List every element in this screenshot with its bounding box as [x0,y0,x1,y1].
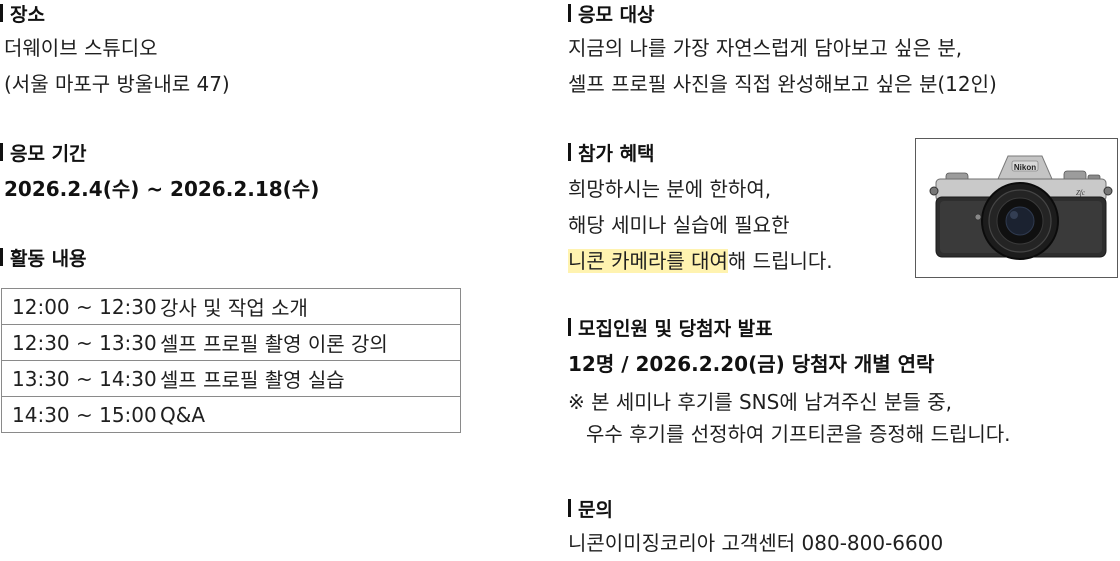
inquiry-heading: 문의 [568,495,943,521]
schedule-time: 13:30 ~ 14:30 [12,366,157,391]
schedule-desc: 셀프 프로필 촬영 실습 [160,368,345,392]
period-section: 응모 기간 2026.2.4(수) ~ 2026.2.18(수) [0,139,319,207]
schedule-time: 12:30 ~ 13:30 [12,330,157,355]
inquiry-heading-text: 문의 [578,498,613,521]
announcement-heading: 모집인원 및 당첨자 발표 [568,314,1011,340]
activities-heading-text: 활동 내용 [10,247,87,270]
announcement-heading-text: 모집인원 및 당첨자 발표 [578,317,773,340]
heading-bar [0,4,3,22]
announcement-note: 우수 후기를 선정하여 기프티콘을 증정해 드립니다. [586,422,1011,446]
heading-bar [568,318,571,336]
location-address: (서울 마포구 방울내로 47) [4,72,230,96]
benefit-section: 참가 혜택 희망하시는 분에 한하여, 해당 세미나 실습에 필요한 니콘 카메… [568,139,833,279]
schedule-desc: 강사 및 작업 소개 [160,296,308,320]
target-line: 지금의 나를 가장 자연스럽게 담아보고 싶은 분, [568,36,963,60]
benefit-highlight: 니콘 카메라를 대여 [568,249,728,273]
announcement-note: ※ 본 세미나 후기를 SNS에 남겨주신 분들 중, [568,390,952,414]
target-section: 응모 대상 지금의 나를 가장 자연스럽게 담아보고 싶은 분, 셀프 프로필 … [568,0,997,102]
location-heading: 장소 [0,0,230,26]
inquiry-section: 문의 니콘이미징코리아 고객센터 080-800-6600 [568,495,943,561]
heading-bar [568,499,571,517]
schedule-time: 14:30 ~ 15:00 [12,402,157,427]
table-row: 12:30 ~ 13:30 셀프 프로필 촬영 이론 강의 [2,325,460,361]
camera-icon: Nikon Zfc [929,155,1113,260]
table-row: 12:00 ~ 12:30 강사 및 작업 소개 [2,289,460,325]
location-section: 장소 더웨이브 스튜디오 (서울 마포구 방울내로 47) [0,0,230,102]
activities-heading: 활동 내용 [0,244,87,270]
heading-bar [0,248,3,266]
announcement-summary: 12명 / 2026.2.20(금) 당첨자 개별 연락 [568,352,935,376]
table-row: 14:30 ~ 15:00 Q&A [2,397,460,432]
location-name: 더웨이브 스튜디오 [4,36,158,60]
table-row: 13:30 ~ 14:30 셀프 프로필 촬영 실습 [2,361,460,397]
target-heading: 응모 대상 [568,0,997,26]
camera-model-text: Zfc [1076,189,1086,197]
inquiry-contact: 니콘이미징코리아 고객센터 080-800-6600 [568,531,944,555]
benefit-line: 니콘 카메라를 대여해 드립니다. [568,243,833,279]
heading-bar [568,4,571,22]
location-heading-text: 장소 [10,3,45,26]
benefit-heading: 참가 혜택 [568,139,833,165]
period-heading: 응모 기간 [0,139,319,165]
schedule-time: 12:00 ~ 12:30 [12,294,157,319]
benefit-line-rest: 해 드립니다. [727,249,833,273]
announcement-section: 모집인원 및 당첨자 발표 12명 / 2026.2.20(금) 당첨자 개별 … [568,314,1011,450]
target-heading-text: 응모 대상 [578,3,655,26]
camera-image: Nikon Zfc [915,138,1118,278]
activities-section: 활동 내용 [0,244,87,270]
target-line: 셀프 프로필 사진을 직접 완성해보고 싶은 분(12인) [568,72,997,96]
schedule-desc: 셀프 프로필 촬영 이론 강의 [160,332,388,356]
benefit-line: 희망하시는 분에 한하여, [568,177,772,201]
heading-bar [0,143,3,161]
period-heading-text: 응모 기간 [10,142,87,165]
schedule-desc: Q&A [160,402,206,427]
benefit-heading-text: 참가 혜택 [578,142,655,165]
camera-brand-text: Nikon [1014,163,1036,172]
period-dates: 2026.2.4(수) ~ 2026.2.18(수) [4,177,320,201]
schedule-table: 12:00 ~ 12:30 강사 및 작업 소개 12:30 ~ 13:30 셀… [1,288,461,433]
heading-bar [568,143,571,161]
benefit-line: 해당 세미나 실습에 필요한 [568,213,790,237]
